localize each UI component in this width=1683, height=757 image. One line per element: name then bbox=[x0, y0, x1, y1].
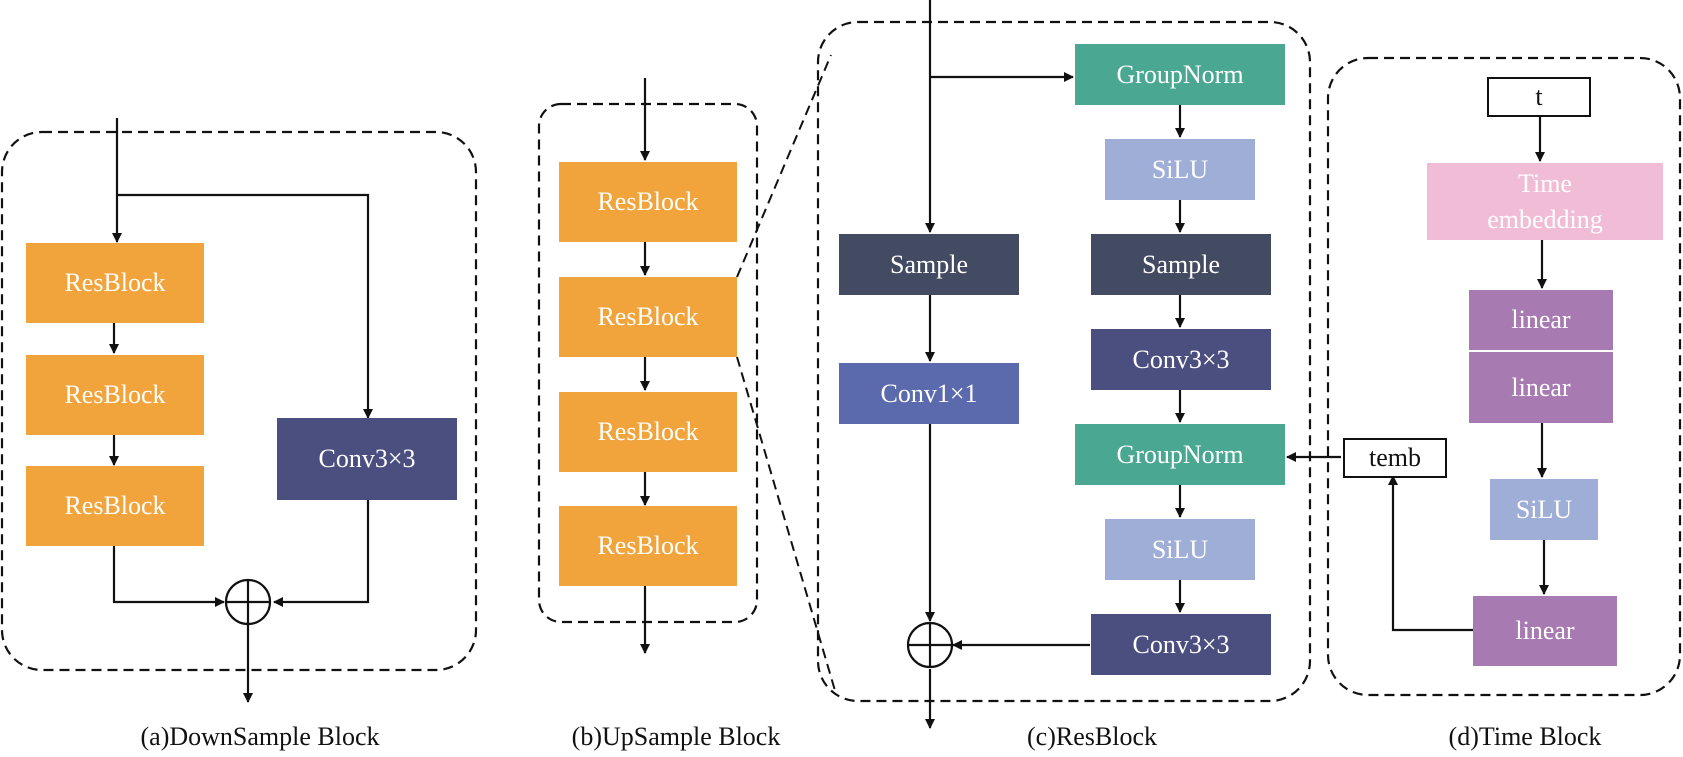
resblock-groupnorm-1: GroupNorm bbox=[1075, 44, 1285, 105]
zoom-line-top bbox=[736, 54, 832, 278]
zoom-line-bottom bbox=[736, 356, 837, 695]
resblock-groupnorm-2: GroupNorm bbox=[1075, 424, 1285, 485]
resblock-sample-skip: Sample bbox=[839, 234, 1019, 295]
resblock-silu-2: SiLU bbox=[1105, 519, 1255, 580]
resblock-conv3x3-2: Conv3×3 bbox=[1091, 614, 1271, 675]
resblock-conv3x3-1: Conv3×3 bbox=[1091, 329, 1271, 390]
upsample-resblock-2: ResBlock bbox=[559, 277, 737, 357]
upsample-resblock-3: ResBlock bbox=[559, 392, 737, 472]
downsample-branch-arrow bbox=[117, 193, 373, 419]
downsample-conv3x3: Conv3×3 bbox=[277, 418, 457, 500]
timeblock-linear-2: linear bbox=[1469, 352, 1613, 423]
upsample-resblock-1: ResBlock bbox=[559, 162, 737, 242]
downsample-resblock-1: ResBlock bbox=[26, 243, 204, 323]
timeblock-dashed-frame bbox=[1326, 56, 1682, 697]
timeblock-silu: SiLU bbox=[1490, 479, 1598, 540]
timeblock-caption: (d)Time Block bbox=[1448, 722, 1602, 751]
timeblock-t-input: t bbox=[1487, 77, 1591, 117]
downsample-dashed-frame bbox=[0, 130, 478, 672]
upsample-resblock-4: ResBlock bbox=[559, 506, 737, 586]
downsample-resblock-3: ResBlock bbox=[26, 466, 204, 546]
downsample-resblock-2: ResBlock bbox=[26, 355, 204, 435]
resblock-dashed-frame bbox=[816, 20, 1312, 703]
resblock-sample-main: Sample bbox=[1091, 234, 1271, 295]
downsample-res3-to-sum-arrow bbox=[112, 546, 225, 607]
downsample-conv-to-sum-arrow bbox=[273, 498, 370, 607]
timeblock-linear-1: linear bbox=[1469, 290, 1613, 350]
resblock-sum-node bbox=[906, 621, 954, 669]
resblock-temb-input: temb bbox=[1343, 438, 1447, 478]
upsample-caption: (b)UpSample Block bbox=[571, 722, 781, 751]
resblock-conv1x1: Conv1×1 bbox=[839, 363, 1019, 424]
downsample-sum-node bbox=[224, 578, 272, 626]
resblock-silu-1: SiLU bbox=[1105, 139, 1255, 200]
resblock-caption: (c)ResBlock bbox=[1027, 722, 1157, 751]
timeblock-linear-3: linear bbox=[1473, 596, 1617, 666]
timeblock-linear-temb-arrow bbox=[1388, 475, 1473, 632]
timeblock-time-embedding: Time embedding bbox=[1427, 163, 1663, 240]
downsample-caption: (a)DownSample Block bbox=[140, 722, 380, 751]
upsample-dashed-frame bbox=[537, 102, 759, 624]
